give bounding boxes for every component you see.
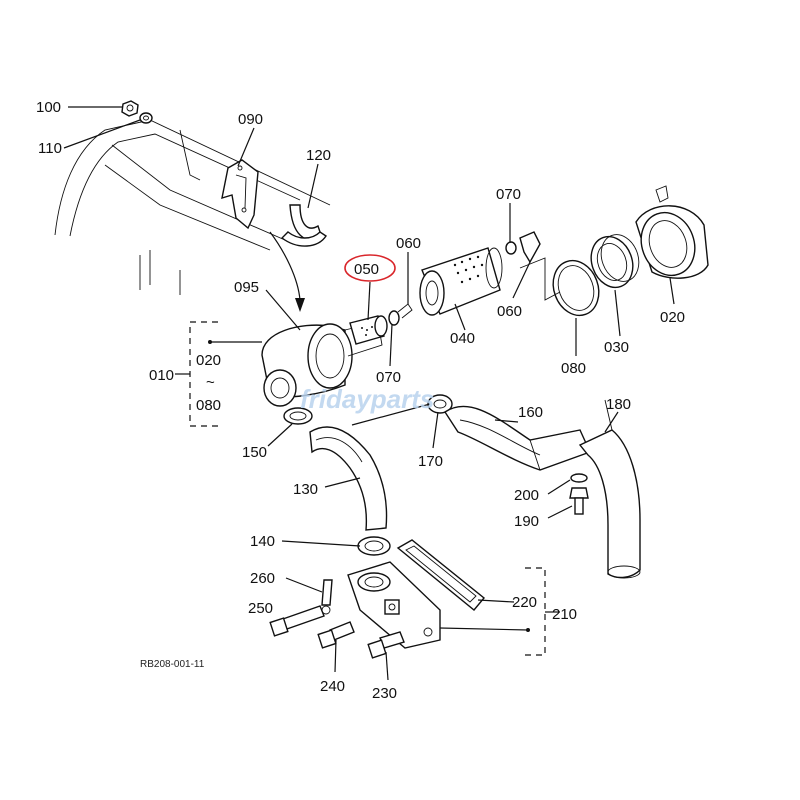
label-200: 200 — [514, 487, 539, 504]
watermark: fridayparts — [300, 384, 434, 414]
label-100: 100 — [36, 99, 61, 116]
label-110: 110 — [38, 140, 62, 157]
label-130: 130 — [293, 481, 318, 498]
label-050: 050 — [354, 261, 379, 278]
label-020-range: 020 — [196, 352, 221, 369]
label-150: 150 — [242, 444, 267, 461]
label-220: 220 — [512, 594, 537, 611]
label-160: 160 — [518, 404, 543, 421]
label-080: 080 — [561, 360, 586, 377]
bolt-230 — [367, 631, 405, 659]
cover-020 — [635, 185, 709, 279]
bracket-010 — [175, 321, 262, 427]
bolt-250 — [269, 605, 325, 637]
label-180: 180 — [606, 396, 631, 413]
label-090: 090 — [238, 111, 263, 128]
label-030: 030 — [604, 339, 629, 356]
bracket-210 — [525, 567, 560, 656]
hood-outline — [54, 119, 331, 295]
label-range-tilde: ~ — [206, 374, 215, 391]
gasket-220 — [396, 539, 485, 611]
intake-hose-130 — [309, 426, 388, 531]
label-020: 020 — [660, 309, 685, 326]
leader-lines — [63, 106, 675, 681]
label-170: 170 — [418, 453, 443, 470]
intake-flange-210 — [347, 561, 441, 649]
gasket-080 — [552, 259, 600, 317]
band-clamp-120 — [280, 204, 327, 247]
outer-element-040 — [419, 247, 503, 316]
nut-100 — [121, 100, 139, 117]
label-210: 210 — [552, 606, 577, 623]
washer-110 — [139, 112, 153, 124]
part-labels: 100 110 090 120 050 060 070 095 010 020 … — [36, 99, 685, 702]
bracket-090 — [221, 159, 259, 230]
label-120: 120 — [306, 147, 331, 164]
pipe-180 — [578, 399, 641, 579]
label-190: 190 — [514, 513, 539, 530]
label-140: 140 — [250, 533, 275, 550]
hose-160 — [444, 405, 591, 471]
drawing-code: RB208-001-11 — [140, 659, 205, 670]
pin-260 — [321, 579, 333, 615]
label-240: 240 — [320, 678, 345, 695]
label-040: 040 — [450, 330, 475, 347]
highlight-ring-050 — [344, 254, 396, 282]
label-095: 095 — [234, 279, 259, 296]
washer-200 — [570, 473, 588, 483]
label-070-right: 070 — [496, 186, 521, 203]
label-070-left: 070 — [376, 369, 401, 386]
label-060-left: 060 — [396, 235, 421, 252]
hose-clamp-170 — [427, 394, 453, 414]
wing-nut-070-right — [505, 231, 541, 264]
label-060-right: 060 — [497, 303, 522, 320]
assembly-arrow — [269, 231, 305, 312]
label-230: 230 — [372, 685, 397, 702]
hose-clamp-150 — [283, 407, 313, 425]
label-260: 260 — [250, 570, 275, 587]
bolt-240 — [317, 621, 355, 649]
air-cleaner-body-010 — [261, 321, 383, 407]
label-250: 250 — [248, 600, 273, 617]
wing-nut-070-left — [388, 303, 413, 326]
label-010: 010 — [149, 367, 174, 384]
bolt-190 — [569, 487, 589, 515]
ring-030 — [590, 234, 640, 289]
hose-clamp-140 — [357, 536, 391, 556]
label-080-range: 080 — [196, 397, 221, 414]
